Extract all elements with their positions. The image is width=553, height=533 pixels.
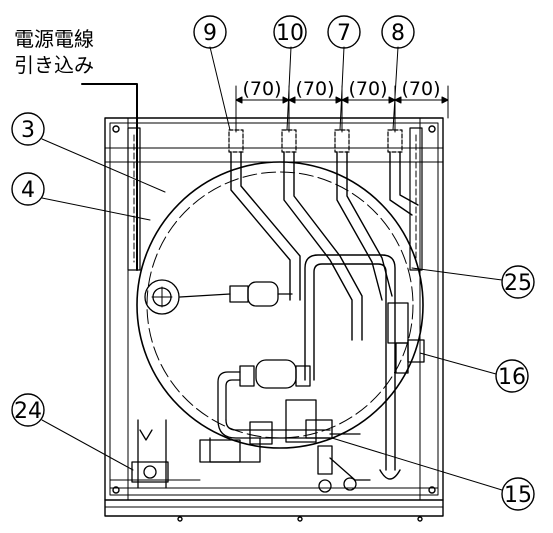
loop-pipe [304,254,401,480]
callout-label-15: 15 [504,483,532,508]
cabinet-frame [104,117,444,522]
callout-label-3: 3 [21,118,35,143]
power-wire [81,83,138,271]
power-wire-label-line2: 引き込み [14,53,94,77]
left-bracket [127,127,141,271]
leader-lines [41,46,503,491]
callout-circles [11,15,535,511]
power-wire-label-line1: 電源電線 [14,27,94,51]
callout-label-24: 24 [14,399,42,424]
dimension-label-2: (70) [295,78,334,100]
callout-label-8: 8 [391,21,405,46]
dimension-label-3: (70) [348,78,387,100]
level-sensor [144,279,293,315]
right-bracket [409,127,423,271]
lower-piping [199,302,425,493]
callout-label-9: 9 [203,21,217,46]
top-pipes [228,129,403,153]
callout-label-16: 16 [498,365,526,390]
callout-label-7: 7 [337,21,351,46]
pipe-runs [230,151,419,341]
drain-component [109,419,201,489]
callout-label-25: 25 [504,271,532,296]
callout-label-4: 4 [21,178,35,203]
dimension-label-4: (70) [401,78,440,100]
callout-label-10: 10 [276,21,304,46]
dimension-label-1: (70) [242,78,281,100]
tank [136,161,424,449]
